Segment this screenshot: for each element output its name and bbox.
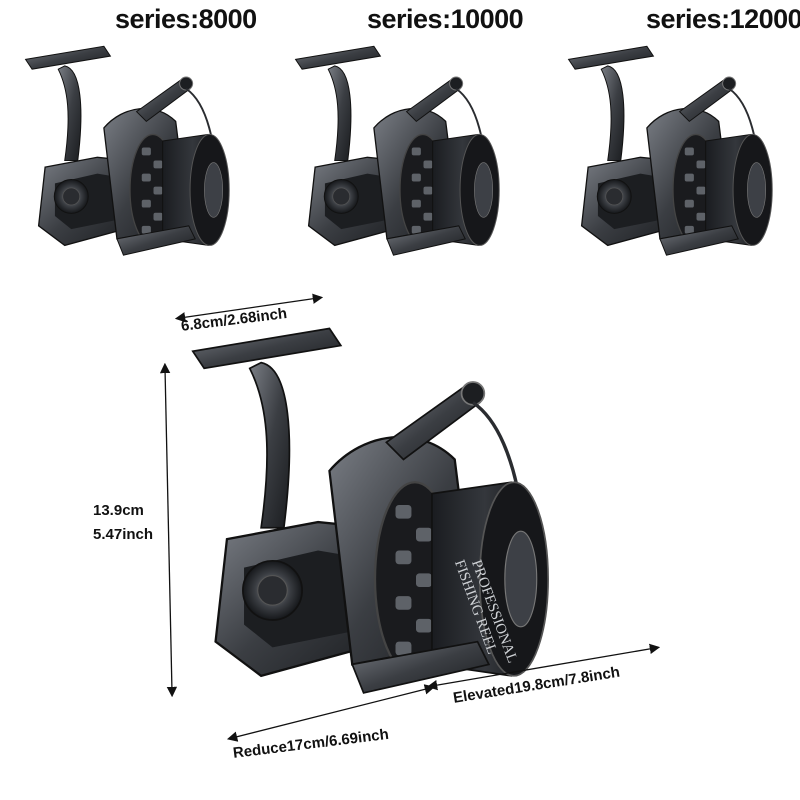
dimension-height-cm: 13.9cm bbox=[93, 502, 144, 519]
arrow-handle-width bbox=[174, 293, 324, 323]
series-label-10000: series:10000 bbox=[367, 4, 524, 34]
arrow-height bbox=[159, 362, 178, 698]
series-label-8000: series:8000 bbox=[115, 4, 257, 34]
arrow-elevated bbox=[426, 643, 661, 691]
series-label-12000: series:12000 bbox=[646, 4, 800, 34]
arrow-reduce bbox=[226, 684, 436, 742]
dimension-height-in: 5.47inch bbox=[93, 526, 154, 543]
